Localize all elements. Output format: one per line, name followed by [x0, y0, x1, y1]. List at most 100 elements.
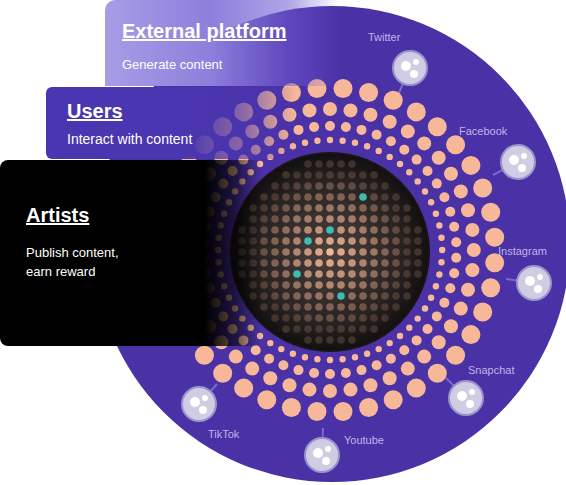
grid-dot — [326, 182, 334, 190]
ring-dot — [481, 203, 500, 222]
grid-dot — [293, 248, 301, 256]
grid-dot — [392, 270, 400, 278]
ring-dot — [327, 357, 333, 363]
grid-dot — [414, 270, 422, 278]
ring-dot — [473, 179, 492, 198]
ring-dot — [438, 235, 444, 241]
grid-dot — [326, 292, 334, 300]
grid-dot — [348, 215, 356, 223]
grid-dot — [293, 237, 301, 245]
ring-dot — [444, 319, 458, 333]
layer-panel: ArtistsPublish content, earn reward — [0, 160, 262, 346]
grid-dot — [282, 281, 290, 289]
grid-dot — [326, 248, 334, 256]
grid-dot — [348, 182, 356, 190]
grid-dot — [414, 259, 422, 267]
grid-dot — [359, 226, 367, 234]
grid-dot — [370, 259, 378, 267]
grid-dot — [293, 303, 301, 311]
ring-dot — [251, 345, 261, 355]
ring-dot — [461, 325, 480, 344]
grid-dot — [326, 193, 334, 201]
grid-dot — [315, 292, 323, 300]
ring-dot — [399, 145, 409, 155]
grid-dot — [381, 182, 389, 190]
ring-dot — [387, 340, 393, 346]
ring-dot — [341, 122, 351, 132]
ring-dot — [446, 346, 465, 365]
ring-dot — [386, 354, 396, 364]
highlight-dot — [293, 270, 301, 278]
ring-dot — [357, 365, 367, 375]
ring-dot — [267, 340, 273, 346]
ring-dot — [401, 362, 415, 376]
grid-dot — [293, 182, 301, 190]
grid-dot — [348, 303, 356, 311]
ring-dot — [432, 335, 446, 349]
ring-dot — [422, 188, 428, 194]
grid-dot — [315, 193, 323, 201]
grid-dot — [348, 193, 356, 201]
ring-dot — [386, 136, 396, 146]
grid-dot — [315, 248, 323, 256]
grid-dot — [337, 281, 345, 289]
grid-dot — [392, 248, 400, 256]
grid-dot — [326, 303, 334, 311]
grid-dot — [414, 226, 422, 234]
grid-dot — [337, 336, 345, 344]
ring-dot — [445, 207, 455, 217]
ring-dot — [364, 351, 370, 357]
grid-dot — [359, 314, 367, 322]
grid-dot — [282, 259, 290, 267]
grid-dot — [282, 303, 290, 311]
ring-dot — [309, 122, 319, 132]
grid-dot — [359, 281, 367, 289]
platform-label: Youtube — [344, 434, 384, 446]
grid-dot — [282, 292, 290, 300]
ring-dot — [423, 166, 433, 176]
grid-dot — [271, 270, 279, 278]
panel-heading: Users — [67, 100, 296, 123]
highlight-dot — [326, 226, 334, 234]
grid-dot — [326, 259, 334, 267]
ring-dot — [383, 371, 397, 385]
grid-dot — [337, 215, 345, 223]
ring-dot — [422, 305, 428, 311]
layer-panel: External platformGenerate content — [105, 0, 340, 86]
grid-dot — [304, 248, 312, 256]
ring-dot — [341, 368, 351, 378]
grid-dot — [403, 237, 411, 245]
ring-dot — [282, 398, 301, 417]
grid-dot — [359, 171, 367, 179]
grid-dot — [370, 215, 378, 223]
grid-dot — [304, 303, 312, 311]
grid-dot — [348, 314, 356, 322]
grid-dot — [282, 193, 290, 201]
ring-dot — [264, 354, 274, 364]
grid-dot — [315, 204, 323, 212]
grid-dot — [370, 325, 378, 333]
grid-dot — [403, 259, 411, 267]
grid-dot — [381, 237, 389, 245]
grid-dot — [326, 281, 334, 289]
grid-dot — [282, 215, 290, 223]
grid-dot — [381, 226, 389, 234]
grid-dot — [370, 226, 378, 234]
ring-dot — [323, 102, 337, 116]
ring-dot — [229, 350, 243, 364]
grid-dot — [315, 303, 323, 311]
grid-dot — [304, 226, 312, 234]
grid-dot — [370, 303, 378, 311]
ring-dot — [451, 237, 461, 247]
ring-dot — [357, 125, 367, 135]
grid-dot — [293, 226, 301, 234]
grid-dot — [282, 226, 290, 234]
grid-dot — [392, 193, 400, 201]
grid-dot — [403, 215, 411, 223]
grid-dot — [337, 237, 345, 245]
grid-dot — [381, 193, 389, 201]
grid-dot — [370, 204, 378, 212]
ring-dot — [352, 140, 358, 146]
grid-dot — [293, 325, 301, 333]
grid-dot — [337, 182, 345, 190]
